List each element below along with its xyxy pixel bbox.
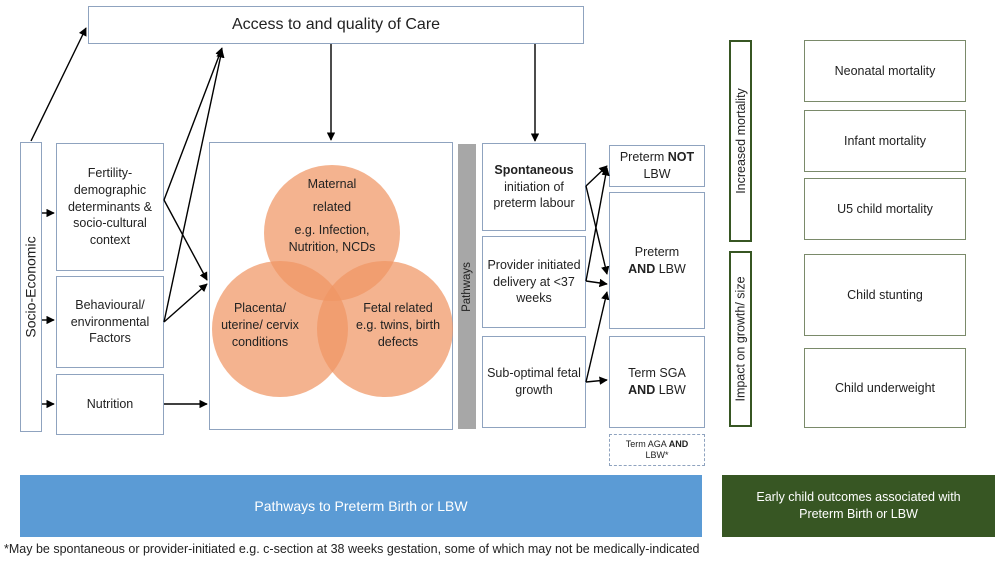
arrow-fertility-to-center (163, 199, 208, 281)
u5-mortality-box: U5 child mortality (804, 178, 966, 240)
term-aga-c: LBW* (645, 450, 669, 460)
term-sga-text: Term SGA AND LBW (628, 365, 686, 399)
preterm-not-lbw-text: Preterm NOT LBW (620, 149, 694, 183)
arrow-behavioural-to-care (163, 49, 225, 323)
arrow-prov-to-lbw (585, 278, 608, 288)
spontaneous-box: Spontaneous initiation of preterm labour (482, 143, 586, 231)
infant-mortality-box: Infant mortality (804, 110, 966, 172)
child-stunting-box: Child stunting (804, 254, 966, 336)
term-sga-a: Term SGA (628, 366, 686, 381)
provider-initiated-label: Provider initiated delivery at <37 weeks (487, 257, 581, 306)
term-sga-b: AND (628, 383, 656, 397)
nutrition-label: Nutrition (86, 397, 134, 412)
increased-mortality-box: Increased mortality (729, 40, 752, 242)
behavioural-environmental-label: Behavioural/ environmental Factors (70, 297, 150, 346)
neonatal-mortality-label: Neonatal mortality (834, 63, 936, 78)
behavioural-environmental-box: Behavioural/ environmental Factors (56, 276, 164, 368)
maternal-detail: e.g. Infection, Nutrition, NCDs (288, 222, 376, 254)
fertility-demographic-label: Fertility-demographic determinants & soc… (67, 165, 153, 248)
fetal-circle (317, 261, 453, 397)
maternal-sub: related (312, 199, 352, 214)
arrow-subopt-to-lbw (585, 291, 610, 383)
access-quality-care-box: Access to and quality of Care (88, 6, 584, 44)
child-stunting-label: Child stunting (847, 287, 923, 302)
term-sga-box: Term SGA AND LBW (609, 336, 705, 428)
preterm-and-lbw-b: AND (628, 261, 656, 276)
child-underweight-label: Child underweight (834, 380, 936, 395)
pathways-banner-label: Pathways to Preterm Birth or LBW (254, 498, 468, 514)
u5-mortality-label: U5 child mortality (837, 201, 933, 216)
preterm-not-lbw-box: Preterm NOT LBW (609, 145, 705, 187)
preterm-not-lbw-b: NOT (667, 150, 695, 165)
arrow-socio-to-care (30, 27, 87, 142)
impact-growth-box: Impact on growth/ size (729, 251, 752, 427)
arrow-subopt-to-sga (585, 376, 608, 385)
term-aga-b: AND (668, 438, 689, 449)
suboptimal-growth-box: Sub-optimal fetal growth (482, 336, 586, 428)
pathways-bar: Pathways (458, 144, 476, 429)
fetal-text: Fetal related e.g. twins, birth defects (355, 301, 441, 349)
maternal-text: Maternal related e.g. Infection, Nutriti… (270, 176, 394, 256)
preterm-not-lbw-c: LBW (643, 167, 671, 181)
spontaneous-rest: initiation of preterm labour (493, 179, 575, 211)
arrow-spont-to-lbw (585, 185, 610, 275)
socio-economic-box: Socio-Economic (20, 142, 42, 432)
nutrition-box: Nutrition (56, 374, 164, 435)
arrow-fertility-to-care (163, 47, 224, 201)
preterm-not-lbw-a: Preterm (619, 150, 665, 165)
suboptimal-growth-label: Sub-optimal fetal growth (487, 366, 581, 397)
spontaneous-bold: Spontaneous (494, 162, 574, 177)
footnote: *May be spontaneous or provider-initiate… (4, 542, 700, 556)
pathways-banner: Pathways to Preterm Birth or LBW (20, 475, 702, 537)
fertility-demographic-box: Fertility-demographic determinants & soc… (56, 143, 164, 271)
provider-initiated-box: Provider initiated delivery at <37 weeks (482, 236, 586, 328)
neonatal-mortality-box: Neonatal mortality (804, 40, 966, 102)
preterm-and-lbw-c: LBW (658, 261, 686, 276)
outcomes-banner-label: Early child outcomes associated with Pre… (756, 489, 961, 522)
arrow-prov-to-notlbw (585, 167, 610, 282)
infant-mortality-label: Infant mortality (844, 133, 926, 148)
placenta-text: Placenta/ uterine/ cervix conditions (221, 301, 299, 349)
arrow-behavioural-to-center (163, 283, 208, 323)
preterm-and-lbw-a: Preterm (634, 244, 680, 259)
term-aga-a: Term AGA (625, 438, 667, 449)
maternal-title: Maternal (307, 177, 357, 191)
term-sga-c: LBW (658, 383, 686, 397)
access-quality-care-label: Access to and quality of Care (231, 16, 441, 33)
spontaneous-text: Spontaneous initiation of preterm labour (483, 162, 585, 213)
outcomes-banner: Early child outcomes associated with Pre… (722, 475, 995, 537)
child-underweight-box: Child underweight (804, 348, 966, 428)
